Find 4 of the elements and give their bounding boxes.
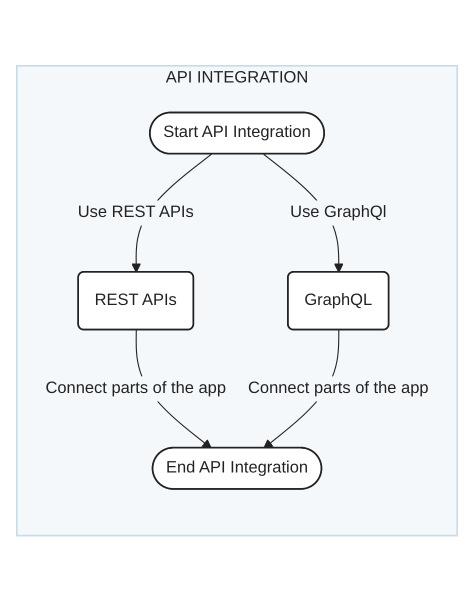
edge-label: Connect parts of the app xyxy=(45,378,226,398)
edge-label: Use REST APIs xyxy=(78,202,194,222)
edge-label: Use GraphQl xyxy=(290,202,386,222)
edge-label: Connect parts of the app xyxy=(248,378,429,398)
